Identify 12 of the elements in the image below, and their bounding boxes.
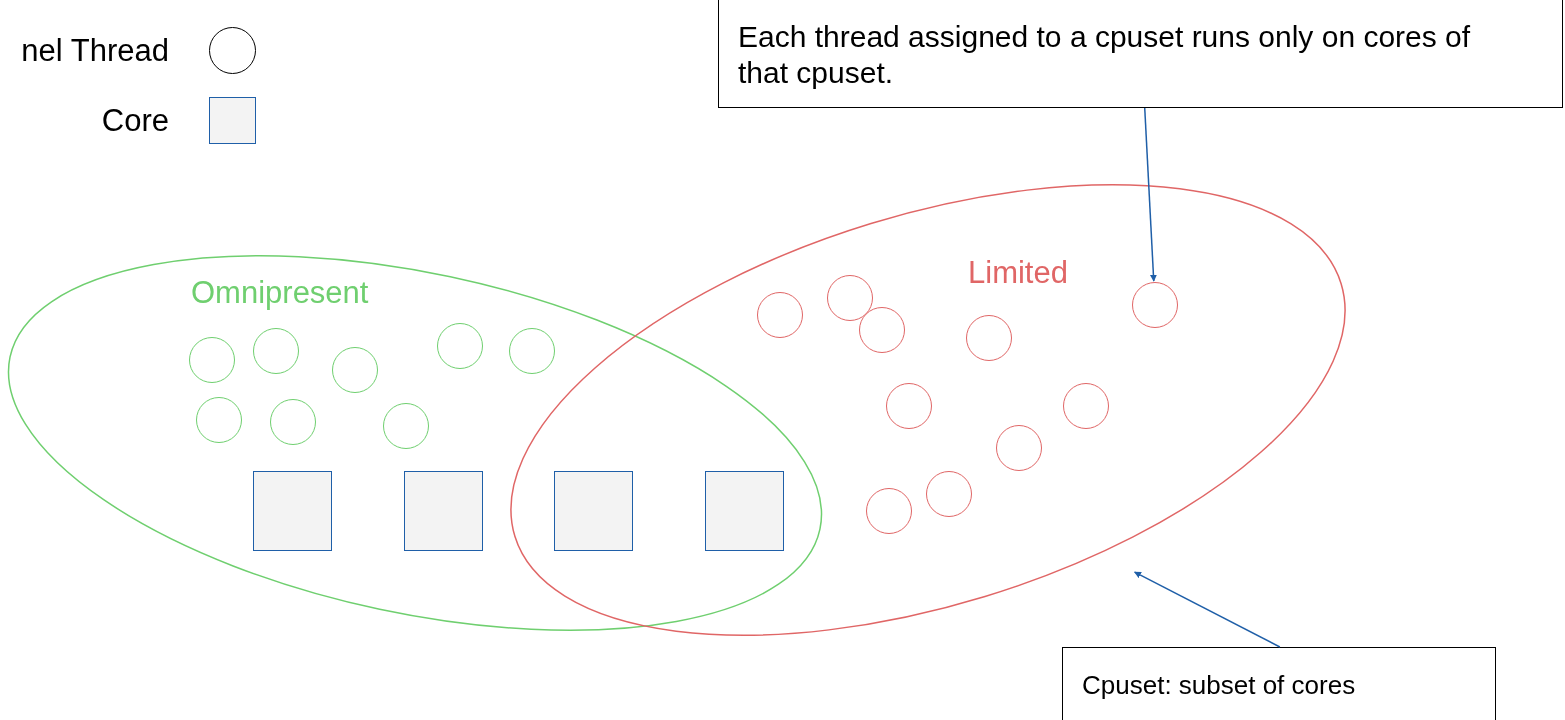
legend-label: Core <box>101 105 169 136</box>
leader-arrow <box>1133 571 1281 648</box>
core-square <box>404 471 483 551</box>
legend-label: nel Thread <box>21 35 169 66</box>
callout-box: Each thread assigned to a cpuset runs only on cores of that cpuset. <box>718 0 1563 108</box>
set-title: Omnipresent <box>191 277 369 308</box>
core-square <box>554 471 633 551</box>
set-title: Limited <box>968 257 1068 288</box>
leader-arrow <box>1143 107 1157 282</box>
core-square <box>705 471 784 551</box>
core-square <box>253 471 332 551</box>
callout-box: Cpuset: subset of cores <box>1062 647 1496 720</box>
